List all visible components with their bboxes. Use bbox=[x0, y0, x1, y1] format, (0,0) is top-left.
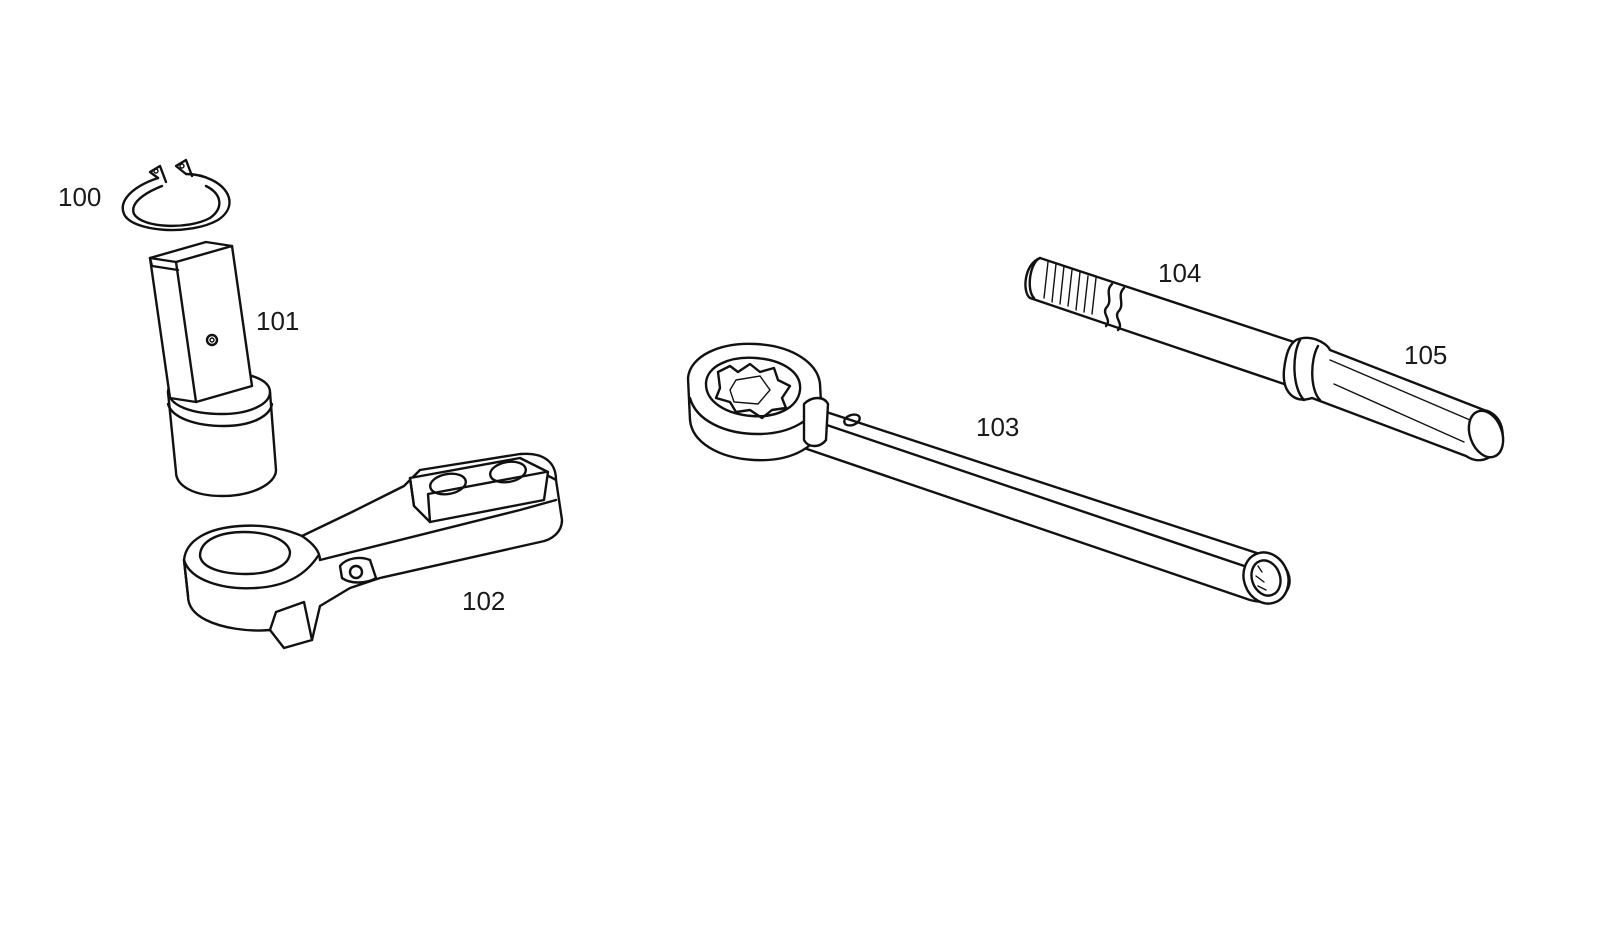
callout-105: 105 bbox=[1404, 340, 1448, 370]
callout-100: 100 bbox=[58, 182, 102, 212]
part-104-extension-bar bbox=[1024, 256, 1302, 388]
part-105-handle-grip bbox=[1282, 336, 1505, 462]
part-102-ratchet-body bbox=[182, 452, 564, 650]
part-101-square-drive bbox=[148, 240, 278, 498]
callout-104: 104 bbox=[1158, 258, 1202, 288]
part-100-snap-ring bbox=[121, 158, 231, 232]
part-103-ratchet-wrench bbox=[686, 342, 1291, 605]
callout-101: 101 bbox=[256, 306, 300, 336]
callout-102: 102 bbox=[462, 586, 506, 616]
callout-103: 103 bbox=[976, 412, 1020, 442]
